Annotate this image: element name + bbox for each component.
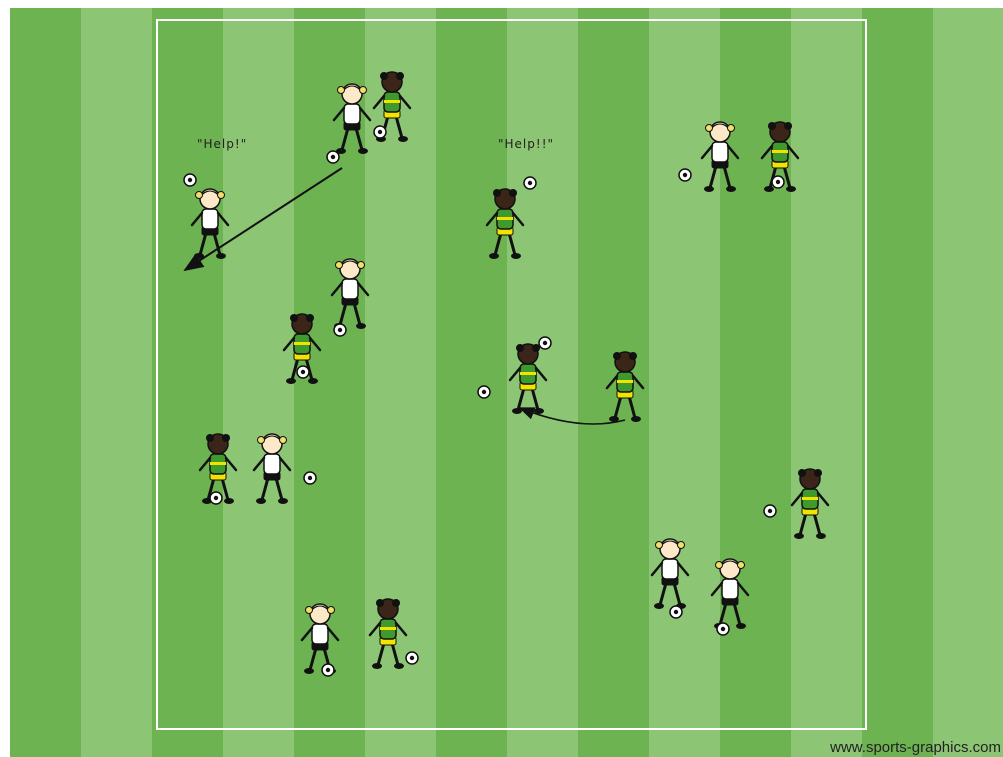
player-white: [254, 434, 290, 504]
soccer-ball-icon: [679, 169, 691, 181]
soccer-ball-icon: [478, 386, 490, 398]
player-green: [510, 344, 546, 414]
soccer-ball-icon: [764, 505, 776, 517]
soccer-ball-icon: [304, 472, 316, 484]
soccer-ball-icon: [406, 652, 418, 664]
player-white: [334, 84, 370, 154]
soccer-ball-icon: [670, 606, 682, 618]
soccer-ball-icon: [772, 176, 784, 188]
player-green: [792, 469, 828, 539]
player-white: [702, 122, 738, 192]
player-green: [487, 189, 523, 259]
player-white: [332, 259, 368, 329]
soccer-ball-icon: [334, 324, 346, 336]
soccer-ball-icon: [524, 177, 536, 189]
soccer-ball-icon: [184, 174, 196, 186]
soccer-ball-icon: [327, 151, 339, 163]
player-white: [192, 189, 228, 259]
player-white: [652, 539, 688, 609]
player-white: [712, 559, 748, 629]
soccer-ball-icon: [210, 492, 222, 504]
watermark: www.sports-graphics.com: [830, 739, 1001, 756]
soccer-ball-icon: [297, 366, 309, 378]
soccer-ball-icon: [322, 664, 334, 676]
soccer-ball-icon: [374, 126, 386, 138]
soccer-ball-icon: [717, 623, 729, 635]
player-white: [302, 604, 338, 674]
player-green: [607, 352, 643, 422]
soccer-ball-icon: [539, 337, 551, 349]
player-green: [370, 599, 406, 669]
